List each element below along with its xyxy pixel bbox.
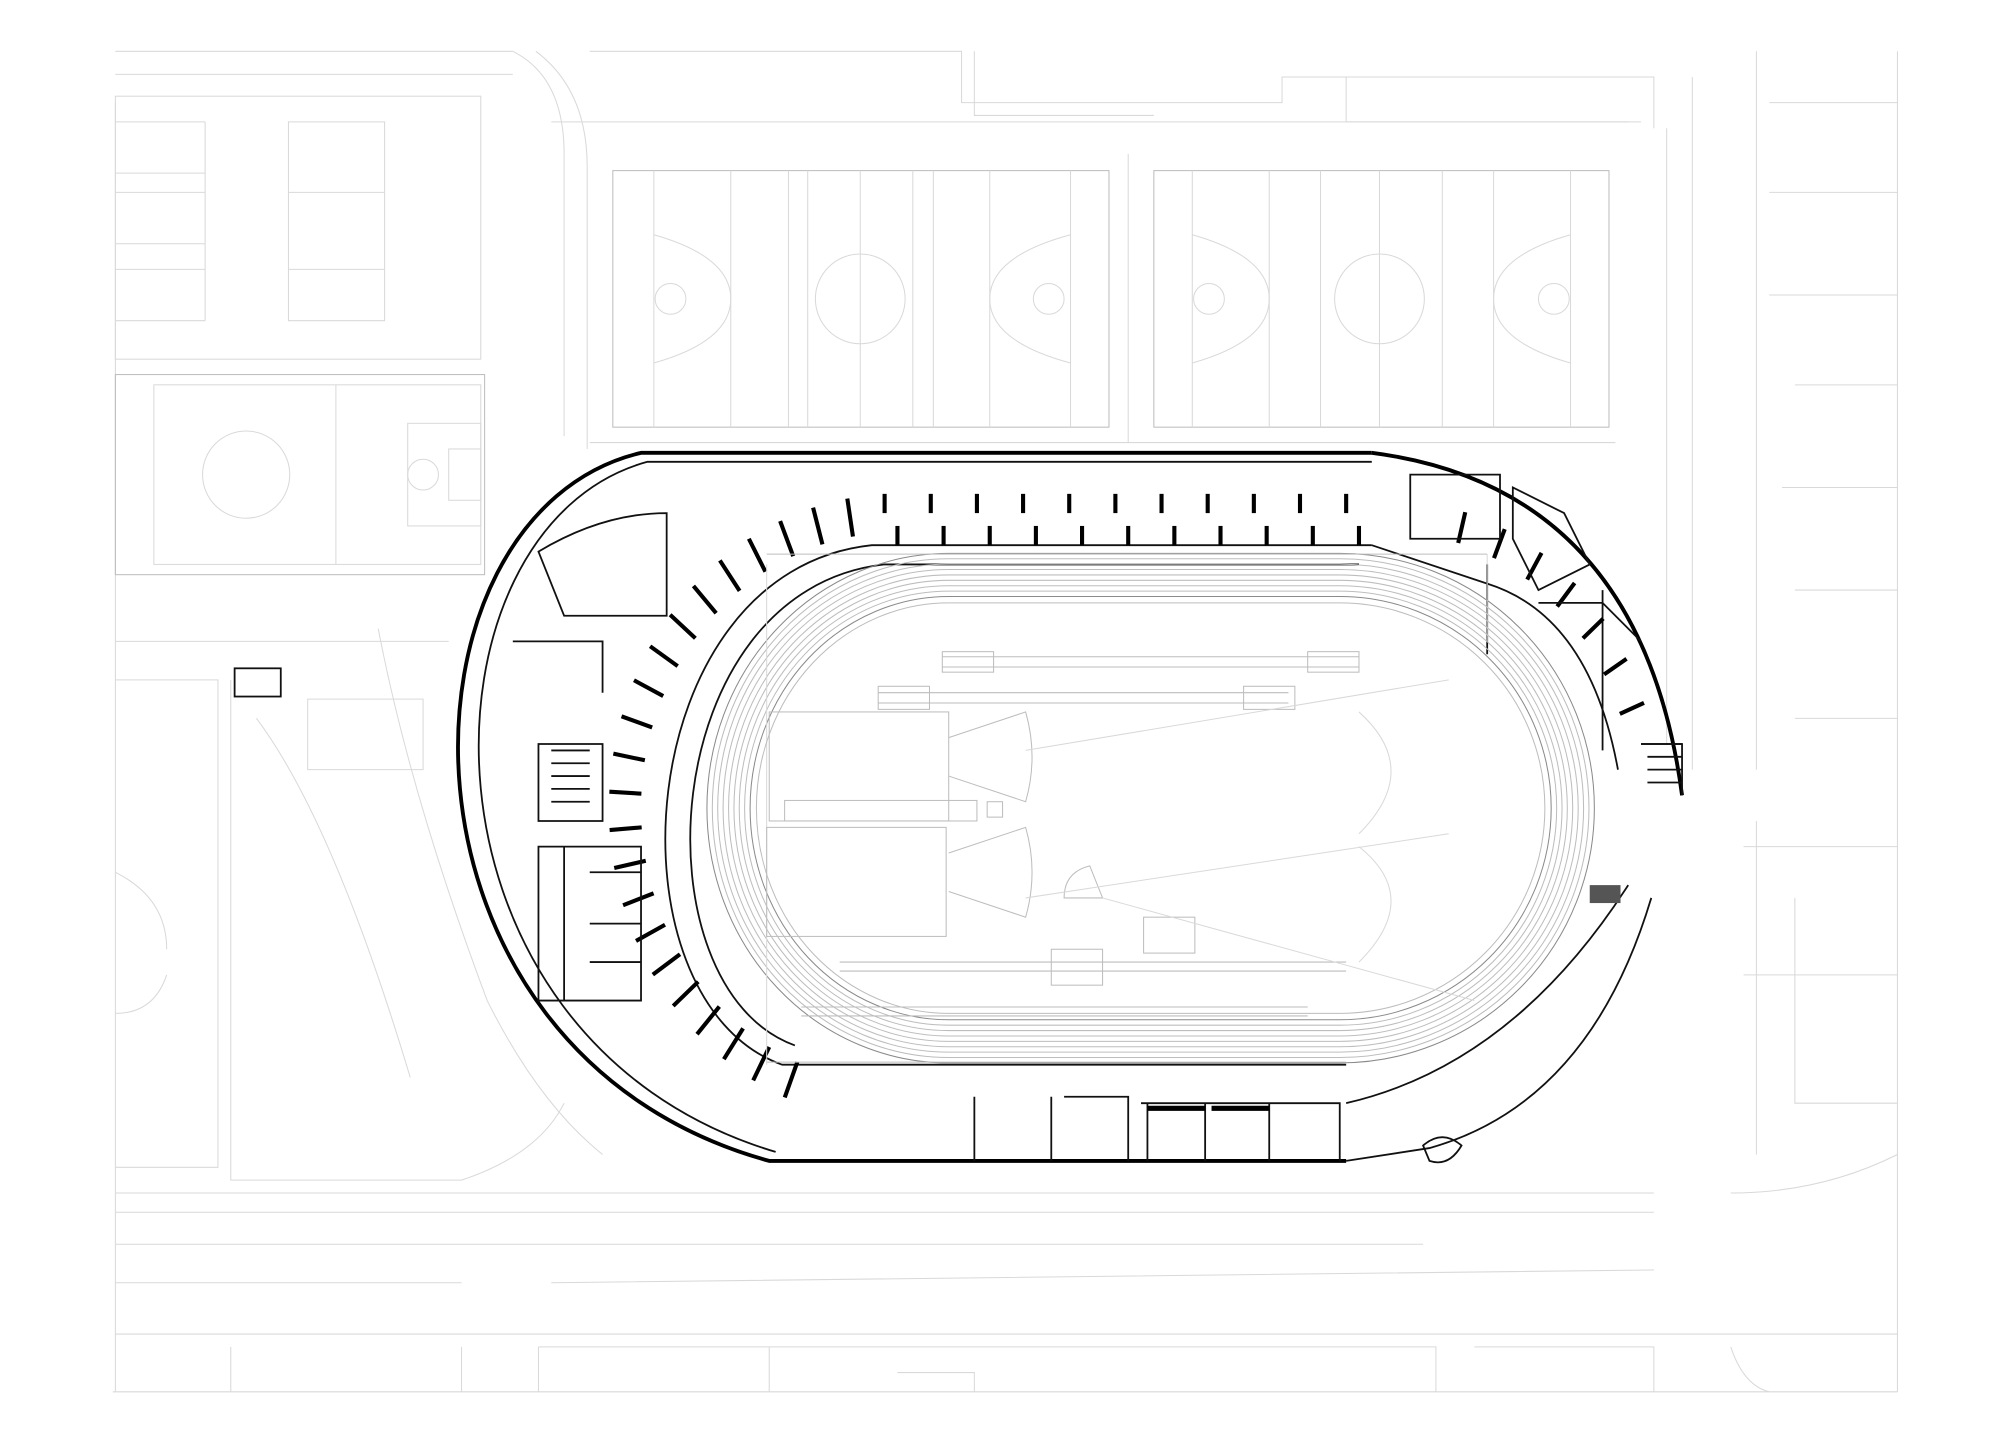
wall-segment [1602, 657, 1628, 677]
wall-segment [668, 613, 697, 640]
wall-segment [1525, 551, 1544, 581]
wall-segment [612, 751, 646, 763]
wall-segment [778, 520, 796, 557]
wall-segment [609, 825, 642, 833]
track-lane-line [706, 552, 1595, 1064]
ramp-marker [1589, 885, 1621, 904]
wall-segment [622, 891, 655, 908]
wall-segment [747, 537, 768, 573]
track-lane-line [711, 558, 1590, 1059]
wall-segment [633, 678, 665, 698]
wall-segment [695, 1005, 721, 1036]
wall-segment [1492, 528, 1507, 559]
wall-segment [845, 498, 855, 537]
urban-context [112, 50, 1898, 1393]
wall-segment [671, 980, 700, 1008]
wall-segment [1619, 700, 1645, 716]
interior-rooms [512, 473, 1683, 1161]
track-lanes [706, 552, 1595, 1064]
wall-segment [691, 584, 718, 615]
track-lane-line [738, 585, 1563, 1032]
wall-segment [718, 559, 742, 592]
running-track [706, 552, 1595, 1065]
wall-segment [620, 714, 653, 730]
wall-segment [1581, 617, 1605, 640]
left-football-field [114, 374, 486, 576]
wall-segment [811, 507, 825, 545]
track-lane-line [744, 590, 1558, 1026]
wall-segment [648, 644, 679, 668]
wall-segment [722, 1027, 745, 1061]
wall-segment [782, 1061, 800, 1099]
sports-field-1 [612, 170, 1110, 428]
tennis-courts [114, 95, 482, 360]
track-lane-line [722, 569, 1579, 1048]
infield [755, 602, 1546, 1017]
track-lane-line [727, 574, 1574, 1042]
stadium-building [456, 450, 1684, 1164]
track-lane-line [733, 579, 1568, 1037]
interior-walls [609, 493, 1645, 1099]
wall-segment [651, 952, 682, 977]
track-lane-line [717, 563, 1585, 1053]
wall-segment [609, 789, 642, 796]
top-sports-fields [551, 121, 1629, 444]
sports-field-2 [1153, 170, 1610, 428]
track-lane-line [749, 595, 1552, 1021]
